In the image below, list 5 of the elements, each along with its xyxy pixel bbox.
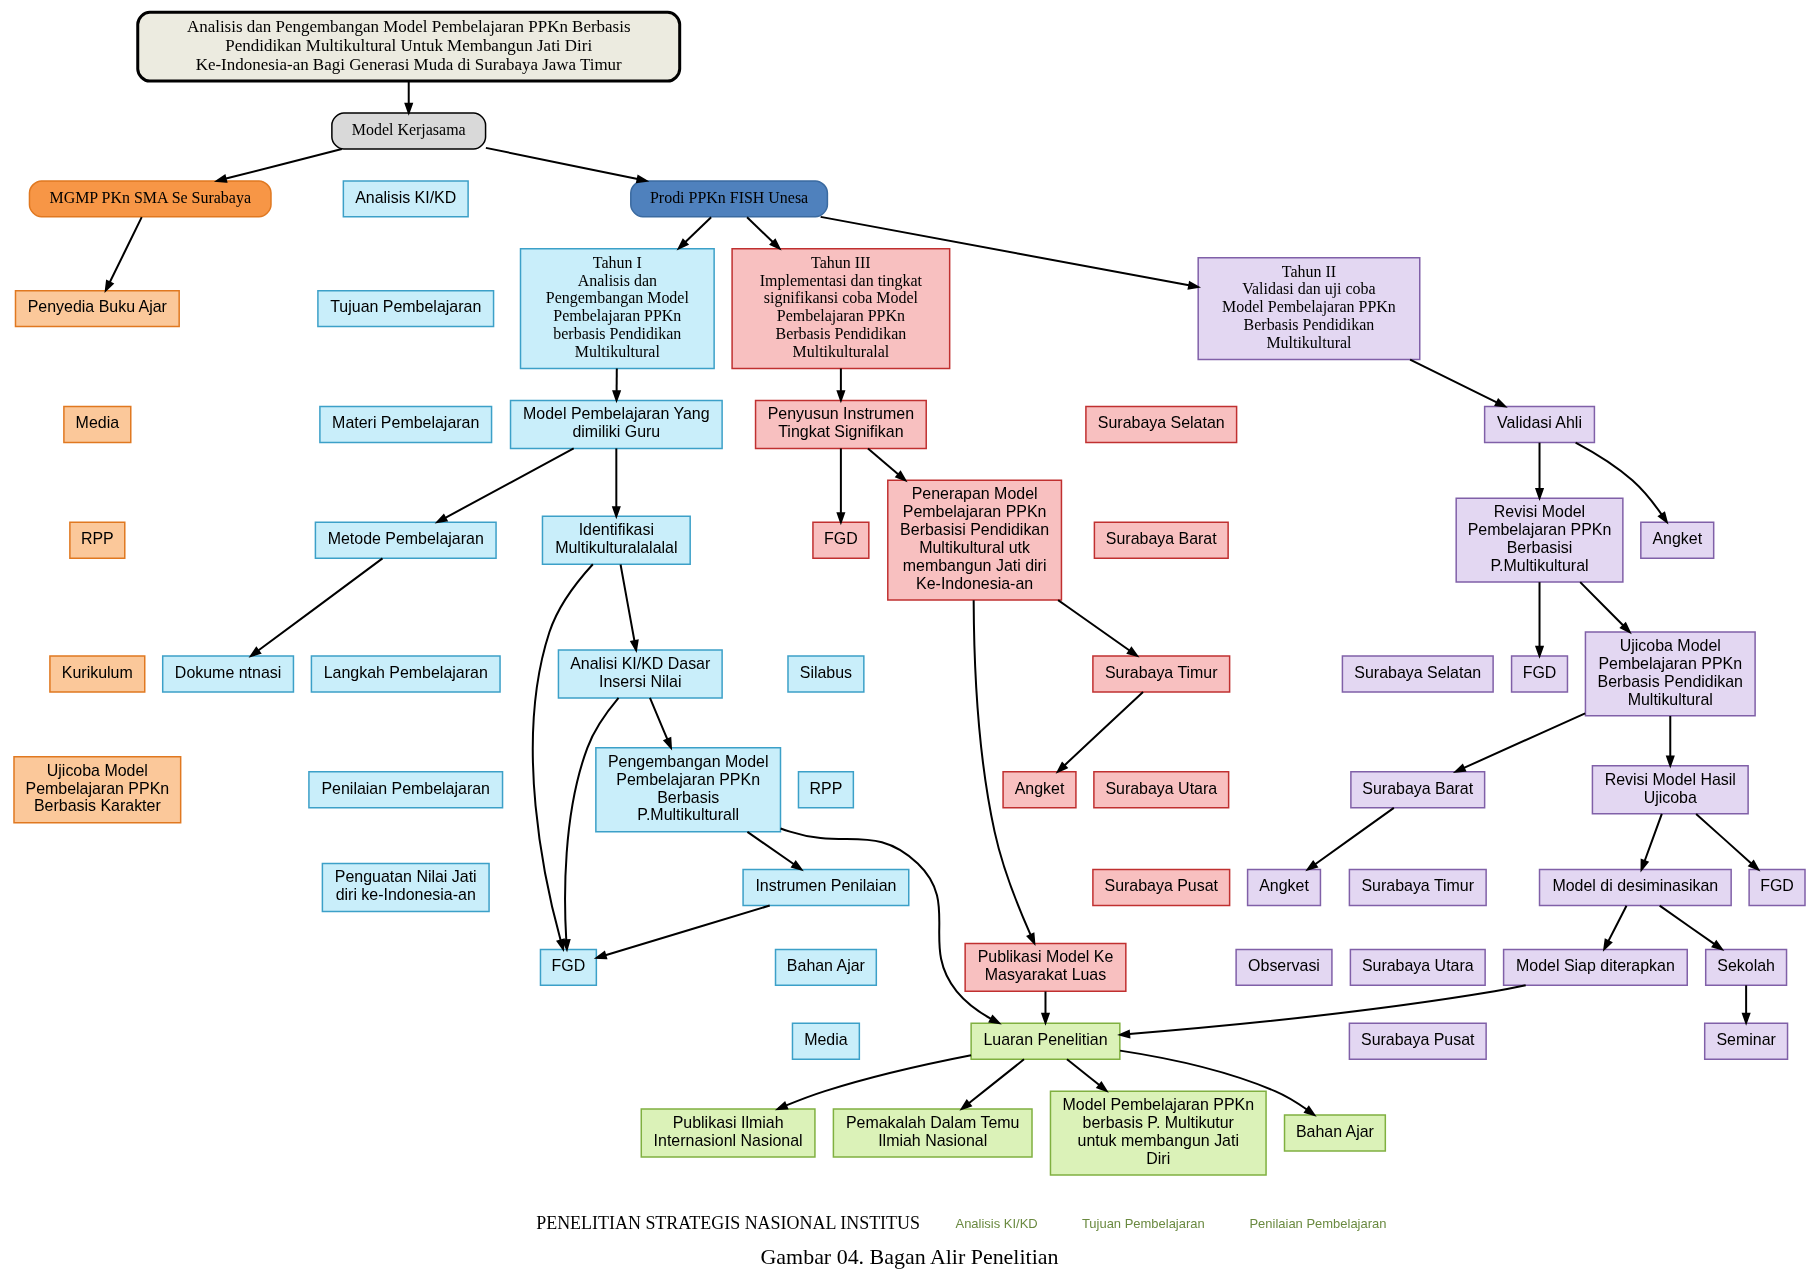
label: Tujuan Pembelajaran (1081, 1216, 1205, 1232)
label: Analisis KI/KD (955, 1216, 1038, 1232)
label: Penilaian Pembelajaran (1249, 1216, 1387, 1232)
label: PENELITIAN STRATEGIS NASIONAL INSTITUS (536, 1213, 921, 1234)
caption: Gambar 04. Bagan Alir Penelitian (760, 1244, 1059, 1270)
